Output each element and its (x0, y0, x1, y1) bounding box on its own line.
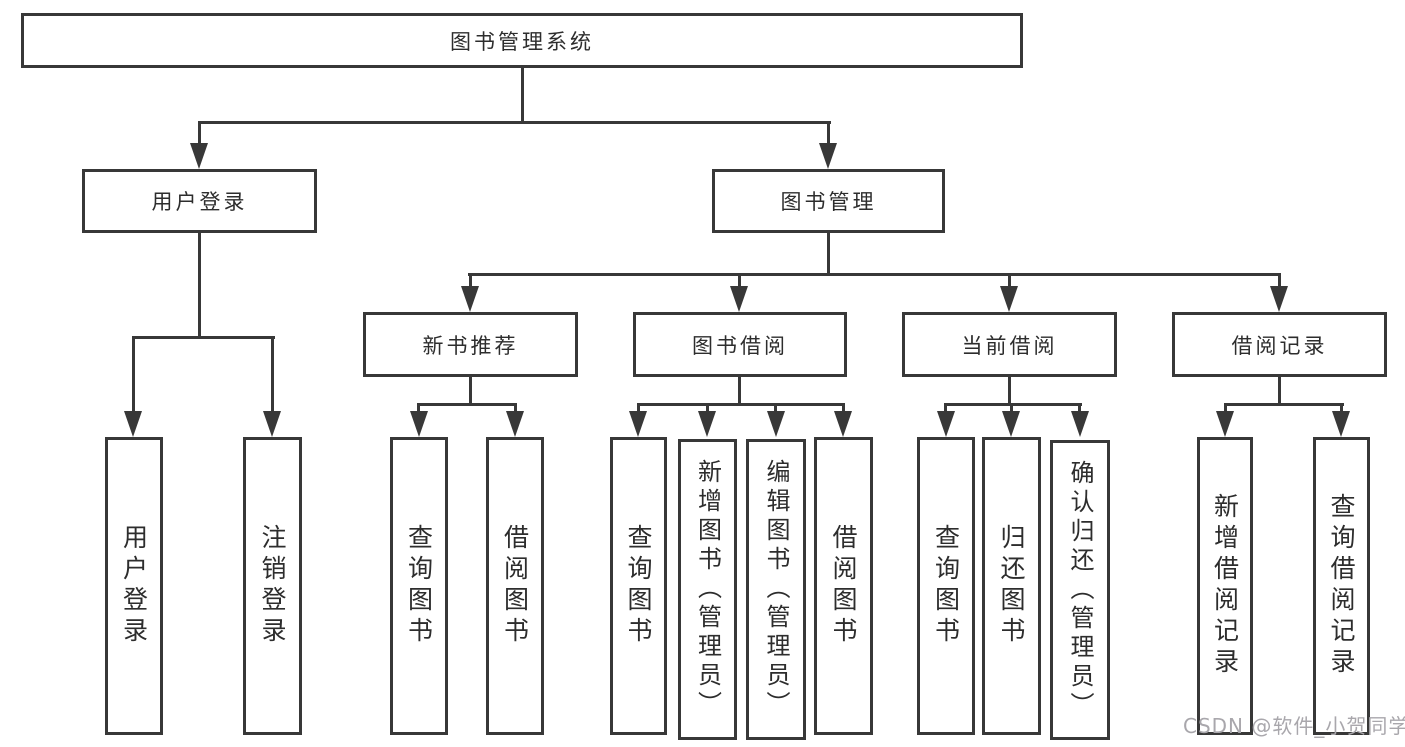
connector-line (1078, 403, 1081, 415)
leaf-query-book-3: 查询图书 (917, 437, 975, 735)
arrow-down-icon (819, 143, 837, 169)
connector-line (827, 121, 830, 151)
connector-line (1278, 273, 1281, 289)
connector-line (198, 121, 201, 151)
arrow-down-icon (937, 411, 955, 437)
connector-line (1340, 403, 1343, 415)
connector-line (827, 233, 830, 273)
connector-line (198, 233, 201, 337)
connector-line (198, 121, 831, 124)
connector-line (271, 336, 274, 414)
leaf-query-book-2: 查询图书 (610, 437, 667, 735)
leaf-return-book: 归还图书 (982, 437, 1041, 735)
arrow-down-icon (1002, 411, 1020, 437)
connector-line (1008, 377, 1011, 404)
arrow-down-icon (834, 411, 852, 437)
leaf-borrow-book-2: 借阅图书 (814, 437, 873, 735)
arrow-down-icon (730, 286, 748, 312)
arrow-down-icon (1071, 411, 1089, 437)
connector-line (417, 403, 517, 406)
arrow-down-icon (629, 411, 647, 437)
connector-line (706, 403, 709, 415)
connector-line (774, 403, 777, 415)
connector-line (1278, 377, 1281, 404)
connector-line (637, 403, 640, 415)
leaf-query-borrow-record: 查询借阅记录 (1313, 437, 1370, 735)
arrow-down-icon (767, 411, 785, 437)
node-root: 图书管理系统 (21, 13, 1023, 68)
arrow-down-icon (1332, 411, 1350, 437)
connector-line (1008, 273, 1011, 289)
node-new-book-recommend: 新书推荐 (363, 312, 578, 377)
arrow-down-icon (1000, 286, 1018, 312)
arrow-down-icon (1270, 286, 1288, 312)
node-book-borrow: 图书借阅 (633, 312, 847, 377)
connector-line (738, 273, 741, 289)
leaf-query-book-1: 查询图书 (390, 437, 448, 735)
arrow-down-icon (1216, 411, 1234, 437)
connector-line (514, 403, 517, 415)
connector-line (1224, 403, 1344, 406)
connector-line (469, 377, 472, 404)
connector-line (944, 403, 1082, 406)
arrow-down-icon (461, 286, 479, 312)
connector-line (468, 273, 1281, 276)
arrow-down-icon (263, 411, 281, 437)
arrow-down-icon (410, 411, 428, 437)
connector-line (132, 336, 275, 339)
connector-line (417, 403, 420, 415)
connector-line (132, 336, 135, 414)
leaf-user-login: 用户登录 (105, 437, 163, 735)
connector-line (1010, 403, 1013, 415)
leaf-logout: 注销登录 (243, 437, 302, 735)
leaf-edit-book-admin: 编辑图书（管理员） (746, 439, 806, 740)
leaf-add-book-admin: 新增图书（管理员） (678, 439, 737, 740)
leaf-borrow-book-1: 借阅图书 (486, 437, 544, 735)
node-borrow-record: 借阅记录 (1172, 312, 1387, 377)
arrow-down-icon (698, 411, 716, 437)
csdn-watermark: CSDN @软件_小贺同学 (1183, 714, 1405, 738)
connector-line (521, 68, 524, 122)
node-user-login: 用户登录 (82, 169, 317, 233)
connector-line (469, 273, 472, 289)
arrow-down-icon (506, 411, 524, 437)
connector-line (637, 403, 845, 406)
leaf-add-borrow-record: 新增借阅记录 (1197, 437, 1253, 735)
node-current-borrow: 当前借阅 (902, 312, 1117, 377)
connector-line (1224, 403, 1227, 415)
connector-line (738, 377, 741, 404)
leaf-confirm-return-admin: 确认归还（管理员） (1050, 440, 1110, 740)
node-book-management: 图书管理 (712, 169, 945, 233)
arrow-down-icon (190, 143, 208, 169)
arrow-down-icon (124, 411, 142, 437)
connector-line (944, 403, 947, 415)
connector-line (842, 403, 845, 415)
